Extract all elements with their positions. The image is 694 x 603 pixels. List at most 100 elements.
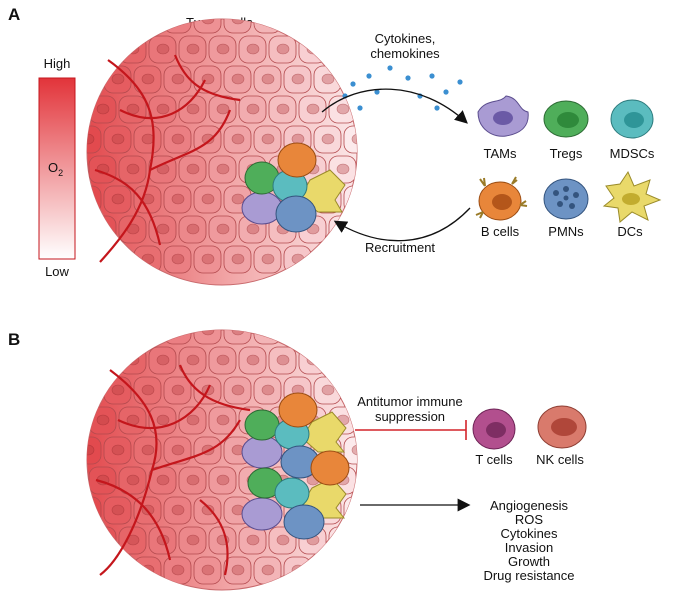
tumor-cell: [133, 19, 162, 34]
oxygen-scale: High O2 Low: [38, 56, 76, 279]
tumor-cell-nucleus: [111, 330, 125, 336]
tumor-cell: [163, 185, 192, 214]
tumor-cell-nucleus: [186, 223, 200, 235]
tumor-cell: [223, 65, 252, 94]
tumor-cell-nucleus: [87, 444, 95, 456]
tumor-cell-nucleus: [367, 164, 379, 174]
tumor-cell: [268, 35, 297, 64]
tregs-label: Tregs: [550, 146, 583, 161]
tumor-cell: [208, 155, 237, 184]
tumor-cell-nucleus: [306, 43, 320, 55]
tumor-cell-nucleus: [87, 193, 95, 205]
tumor-cell: [103, 330, 132, 345]
tumor-cell-nucleus: [231, 19, 245, 25]
tumor-cell: [163, 496, 192, 525]
tumor-cell: [88, 526, 117, 555]
tcells-label: T cells: [475, 452, 513, 467]
tumor-cell-nucleus: [261, 19, 275, 25]
tumor-cell-nucleus: [111, 133, 125, 145]
effect-item: Growth: [508, 554, 550, 569]
tumor-cell-nucleus: [216, 223, 230, 235]
tumor-cell: [343, 496, 357, 525]
tumor-cell: [193, 245, 222, 274]
effect-item: ROS: [515, 512, 544, 527]
tumor-cell-nucleus: [126, 474, 140, 486]
tumor-cell: [87, 245, 102, 274]
tumor-cell-nucleus: [246, 43, 260, 55]
tumor-cell: [298, 346, 327, 375]
tumor-cell-nucleus: [171, 19, 185, 25]
tumor-cell: [103, 496, 132, 525]
tumor-cell: [208, 346, 237, 375]
tumor-cell-nucleus: [321, 73, 335, 85]
blood-vessels-b: [95, 364, 251, 576]
cytokine-dots: [342, 65, 463, 111]
tumor-cell-nucleus: [87, 330, 95, 336]
nkcells-label: NK cells: [536, 452, 584, 467]
effect-item: Angiogenesis: [490, 498, 569, 513]
tumor-cell: [343, 65, 357, 94]
tumor-cell: [253, 125, 282, 154]
tumor-cell: [238, 95, 267, 124]
tumor-cell-nucleus: [186, 474, 200, 486]
oxygen-low-label: Low: [45, 264, 69, 279]
panel-b: B Antit: [8, 329, 587, 591]
tumor-cell: [328, 35, 357, 64]
tumor-cell-nucleus: [126, 163, 140, 175]
tumor-cell: [208, 35, 237, 64]
effect-item: Invasion: [505, 540, 553, 555]
tumor-cell-nucleus: [216, 43, 230, 55]
tumor-cell: [118, 155, 147, 184]
cytokines-label: Cytokines,: [375, 31, 436, 46]
tumor-cell-nucleus: [111, 564, 125, 576]
tumor-cell: [283, 330, 312, 345]
tumor-cell-nucleus: [96, 103, 110, 115]
tumor-cell: [208, 466, 237, 495]
tumor-cell-nucleus: [246, 103, 260, 115]
tumor-cell-nucleus: [261, 330, 275, 336]
tumor-cell-nucleus: [261, 73, 275, 85]
tumor-cell-nucleus: [276, 103, 290, 115]
tumor-mass-a: [86, 18, 379, 286]
tumor-cell-nucleus: [96, 534, 110, 546]
tumor-cell-nucleus: [201, 193, 215, 205]
tumor-cell-nucleus: [291, 73, 305, 85]
tumor-cell: [133, 65, 162, 94]
immune-cluster-b: [241, 392, 350, 540]
effect-item: Drug resistance: [483, 568, 574, 583]
tumor-cell-nucleus: [171, 73, 185, 85]
tumor-cell-nucleus: [321, 19, 335, 25]
tumor-cell-nucleus: [87, 73, 95, 85]
tumor-cell-nucleus: [321, 564, 335, 576]
tumor-cell: [163, 436, 192, 465]
tumor-cell: [103, 19, 132, 34]
bcell-cell: [475, 176, 528, 221]
tumor-cell-nucleus: [246, 354, 260, 366]
tumor-cell-nucleus: [336, 163, 350, 175]
tumor-cell-nucleus: [171, 253, 185, 265]
tumor-cell-nucleus: [321, 330, 335, 336]
tumor-cell-nucleus: [201, 504, 215, 516]
tumor-cell-nucleus: [186, 534, 200, 546]
tumor-cell: [178, 35, 207, 64]
oxygen-gradient-bar: [38, 77, 76, 260]
mdscs-label: MDSCs: [610, 146, 655, 161]
tumor-cell-nucleus: [186, 103, 200, 115]
tumor-cell-nucleus: [87, 253, 95, 265]
oxygen-high-label: High: [44, 56, 71, 71]
tumor-cell-nucleus: [141, 133, 155, 145]
tumor-cell-nucleus: [216, 103, 230, 115]
tumor-cell-nucleus: [126, 43, 140, 55]
tumor-cell-nucleus: [186, 414, 200, 426]
tumor-cell-nucleus: [201, 19, 215, 25]
tumor-cell: [87, 556, 102, 585]
tumor-cell-nucleus: [321, 384, 335, 396]
tumor-cell: [208, 406, 237, 435]
tumor-cell: [193, 185, 222, 214]
tcell-cell: [472, 408, 516, 450]
inhibition-arrow: [355, 420, 467, 440]
tumor-cell-nucleus: [246, 223, 260, 235]
tumor-cell: [88, 35, 117, 64]
tumor-cell-nucleus: [351, 19, 357, 25]
tumor-cell-nucleus: [96, 223, 110, 235]
